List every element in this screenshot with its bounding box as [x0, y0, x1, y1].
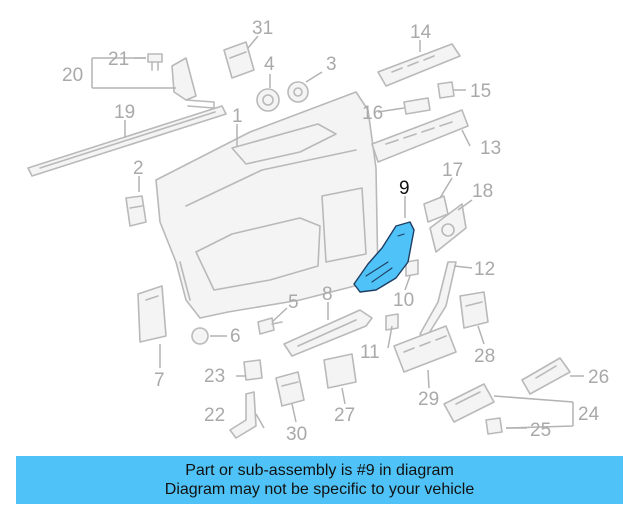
- part-3-speaker-small: [287, 81, 309, 103]
- callout-4: 4: [264, 54, 275, 75]
- callout-1: 1: [232, 106, 243, 127]
- banner-line-2: Diagram may not be specific to your vehi…: [164, 481, 475, 498]
- callout-27: 27: [334, 405, 355, 426]
- part-6-clip: [191, 327, 209, 345]
- callout-20: 20: [62, 65, 83, 86]
- part-29-master-switch: [393, 325, 457, 373]
- callout-6: 6: [230, 326, 241, 347]
- part-28-switch: [459, 291, 489, 329]
- callout-28: 28: [474, 346, 495, 367]
- callout-5: 5: [288, 292, 299, 313]
- part-9-armrest-highlighted: [353, 221, 415, 293]
- callout-16: 16: [362, 103, 383, 124]
- callout-30: 30: [286, 424, 307, 445]
- part-4-speaker: [256, 88, 280, 112]
- callout-29: 29: [418, 389, 439, 410]
- part-22-bracket: [229, 391, 257, 439]
- part-19-molding: [27, 105, 227, 177]
- callout-18: 18: [472, 181, 493, 202]
- callout-9-highlighted: 9: [399, 178, 410, 199]
- part-7-bracket: [137, 285, 167, 343]
- callout-8: 8: [322, 284, 333, 305]
- part-1-door-panel: [155, 91, 379, 319]
- part-31-switch: [223, 41, 255, 79]
- callout-23: 23: [204, 366, 225, 387]
- callout-14: 14: [410, 22, 432, 43]
- banner-line-1: Part or sub-assembly is #9 in diagram: [185, 462, 454, 479]
- part-12-trim-strip: [419, 261, 457, 339]
- part-18-handle-bezel: [429, 203, 467, 253]
- part-26-handle: [521, 357, 571, 395]
- part-10-clip: [405, 259, 419, 277]
- part-11-clip: [385, 313, 399, 331]
- part-27-switch: [323, 353, 357, 389]
- callout-22: 22: [204, 405, 225, 426]
- part-5-screw: [257, 317, 283, 335]
- part-24-handle-housing: [443, 383, 495, 423]
- callout-3: 3: [326, 54, 337, 75]
- callout-31: 31: [252, 18, 273, 39]
- part-15-switch: [437, 81, 455, 99]
- part-25-screw: [485, 417, 503, 435]
- part-20-mirror-trim: [171, 57, 215, 109]
- callout-17: 17: [442, 160, 463, 181]
- callout-2: 2: [133, 158, 144, 179]
- callout-12: 12: [474, 259, 495, 280]
- part-13-switch-housing: [371, 109, 469, 163]
- part-8-armrest-pad: [283, 309, 373, 357]
- callout-15: 15: [470, 81, 491, 102]
- callout-13: 13: [480, 138, 501, 159]
- part-14-switch-panel: [377, 43, 461, 87]
- part-30-switch: [275, 371, 305, 407]
- callout-24: 24: [578, 404, 600, 425]
- callout-25: 25: [530, 420, 551, 441]
- callout-19: 19: [114, 102, 135, 123]
- callout-10: 10: [393, 290, 414, 311]
- part-23-clip: [243, 359, 263, 381]
- callout-21: 21: [108, 49, 129, 70]
- callout-11: 11: [360, 342, 380, 363]
- part-16-switch: [403, 97, 431, 115]
- part-21-clip: [147, 53, 163, 71]
- callout-26: 26: [588, 367, 609, 388]
- callouts: 1 2 3 4 5 6 7 8 9 10 11 12 13 14 15 16 1…: [62, 18, 609, 445]
- callout-7: 7: [154, 370, 165, 391]
- leader-lines: [91, 35, 584, 429]
- part-2-bracket: [125, 195, 147, 227]
- info-banner: Part or sub-assembly is #9 in diagram Di…: [16, 456, 623, 504]
